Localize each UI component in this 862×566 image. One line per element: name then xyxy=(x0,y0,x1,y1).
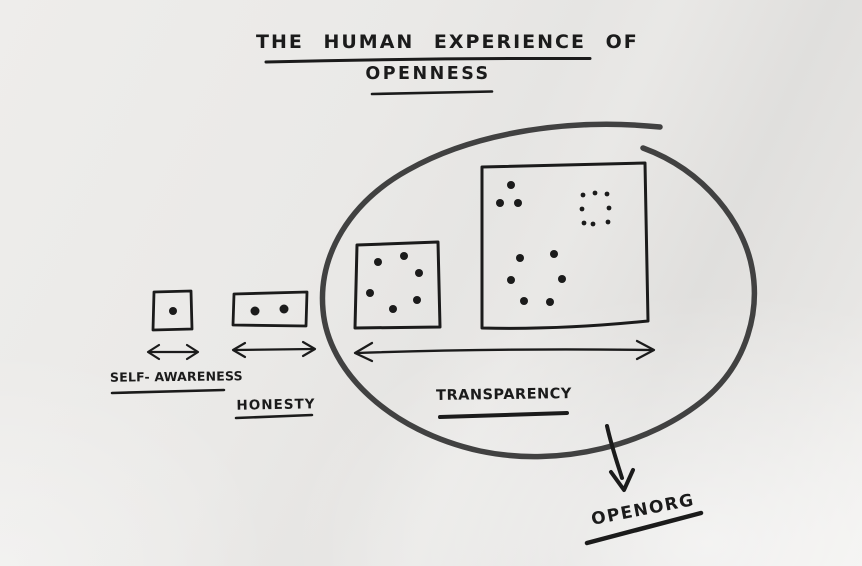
person-dot xyxy=(400,252,408,260)
honesty-label: HONESTY xyxy=(236,396,316,414)
openorg-arrow xyxy=(605,424,635,492)
self-awareness-underline xyxy=(110,388,226,395)
title-underline xyxy=(264,56,592,64)
arrow-head-right xyxy=(301,340,317,358)
person-dot xyxy=(389,305,397,313)
honesty-underline xyxy=(234,413,314,420)
person-dot xyxy=(413,296,421,304)
openness-underline xyxy=(370,90,494,96)
person-dot xyxy=(579,206,585,212)
person-dot xyxy=(581,220,587,226)
arrow-head-down xyxy=(609,468,635,492)
honesty-box xyxy=(231,290,309,328)
arrow-head-left xyxy=(231,341,247,359)
person-dot xyxy=(590,221,596,227)
person-dot xyxy=(366,289,374,297)
person-dot xyxy=(605,219,611,225)
person-dot xyxy=(496,199,504,207)
transparency-large-box xyxy=(480,161,650,330)
person-dot xyxy=(606,205,612,211)
transparency-large-box-dot-grid xyxy=(579,190,612,227)
person-dot xyxy=(415,269,423,277)
person-dot xyxy=(507,181,515,189)
person-dot xyxy=(374,258,382,266)
page-title-line2: OPENNESS xyxy=(365,64,491,84)
arrow-shaft xyxy=(355,348,654,355)
person-dot xyxy=(580,192,586,198)
person-dot xyxy=(520,297,528,305)
honesty-box-outline xyxy=(231,290,309,328)
transparency-small-box xyxy=(353,240,442,330)
arrow-head-right xyxy=(635,339,656,361)
arrow-shaft xyxy=(605,424,624,480)
transparency-underline xyxy=(438,411,569,419)
person-dot xyxy=(604,191,610,197)
honesty-range-arrow xyxy=(231,340,317,359)
person-dot xyxy=(514,199,522,207)
person-dot xyxy=(516,254,524,262)
arrow-head-left xyxy=(353,341,374,363)
self-awareness-label: SELF- AWARENESS xyxy=(109,368,243,385)
arrow-head-left xyxy=(146,343,161,361)
honesty-dots xyxy=(250,304,289,316)
person-dot xyxy=(558,275,566,283)
self-awareness-dots xyxy=(169,307,177,315)
transparency-large-box-dot-cluster xyxy=(507,250,566,306)
self-awareness-box-outline xyxy=(151,289,194,332)
transparency-small-box-dots xyxy=(366,252,423,313)
arrow-head-right xyxy=(185,343,200,361)
person-dot xyxy=(507,276,515,284)
person-dot xyxy=(592,190,598,196)
self-awareness-range-arrow xyxy=(146,343,200,361)
person-dot xyxy=(279,304,289,314)
arrow-shaft xyxy=(233,347,315,352)
openorg-underline xyxy=(584,510,704,546)
transparency-large-box-outline xyxy=(480,161,650,330)
transparency-label: TRANSPARENCY xyxy=(436,386,572,404)
person-dot xyxy=(169,307,177,315)
person-dot xyxy=(546,298,554,306)
person-dot xyxy=(550,250,558,258)
transparency-small-box-outline xyxy=(353,240,442,330)
self-awareness-box xyxy=(151,289,194,332)
transparency-large-box-dot-cluster xyxy=(496,181,522,207)
transparency-range-arrow xyxy=(353,339,656,363)
transparency-circle xyxy=(319,121,757,460)
page-title-line1: THE HUMAN EXPERIENCE OF xyxy=(256,31,639,53)
person-dot xyxy=(250,306,260,316)
